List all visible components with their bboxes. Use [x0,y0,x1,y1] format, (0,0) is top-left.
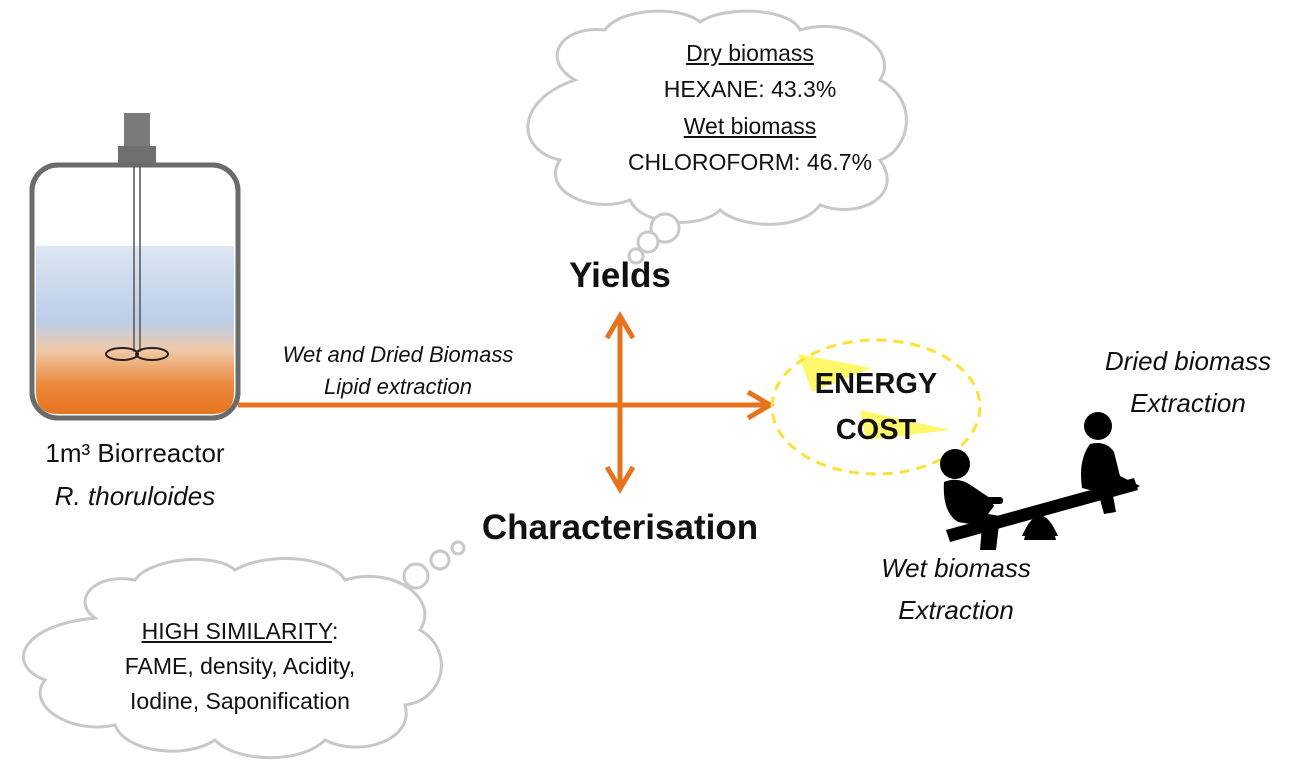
motor-cap [124,113,150,149]
bioreactor-name: 1m³ Biorreactor [45,438,225,468]
characterisation-thought-cloud [22,540,466,760]
cost-label: COST [835,414,917,446]
lightning-icon-2 [860,410,950,440]
wet-biomass-heading: Wet biomass [683,113,817,139]
yields-arrowhead [604,311,636,340]
wet-child-icon [940,449,1003,550]
wet-extraction-label: Extraction [898,595,1014,625]
energy-label: ENERGY [814,368,938,400]
yields-title: Yields [569,256,671,295]
process-arrowhead [746,389,775,421]
high-similarity-heading: HIGH SIMILARITY: [80,618,400,645]
process-label-1: Wet and Dried Biomass [282,342,514,367]
dried-biomass-label: Dried biomass [1104,346,1272,376]
yields-thought-cloud [526,9,908,265]
dried-extraction-label: Extraction [1130,388,1246,418]
properties-line-2: Iodine, Saponification [130,688,350,714]
culture-liquid [36,246,234,414]
dried-child-icon [1081,412,1140,514]
lightning-icon [798,354,872,392]
properties-line-1: FAME, density, Acidity, [124,653,356,679]
high-similarity-colon: : [332,618,339,644]
characterisation-arrowhead [604,465,636,494]
energy-cost-badge [770,338,982,476]
high-similarity-label: HIGH SIMILARITY [141,618,333,644]
dry-biomass-heading: Dry biomass [686,40,814,66]
seesaw-icon [940,412,1140,550]
chloroform-yield: CHLOROFORM: 46.7% [627,149,873,175]
characterisation-title: Characterisation [481,508,759,547]
motor-base [118,146,156,166]
impeller-icon [105,347,169,361]
wet-biomass-label: Wet biomass [881,553,1031,583]
hexane-yield: HEXANE: 43.3% [663,76,837,102]
bioreactor-vessel [29,113,241,421]
organism-name: R. thoruloides [54,481,216,511]
process-label-2: Lipid extraction [324,374,472,399]
